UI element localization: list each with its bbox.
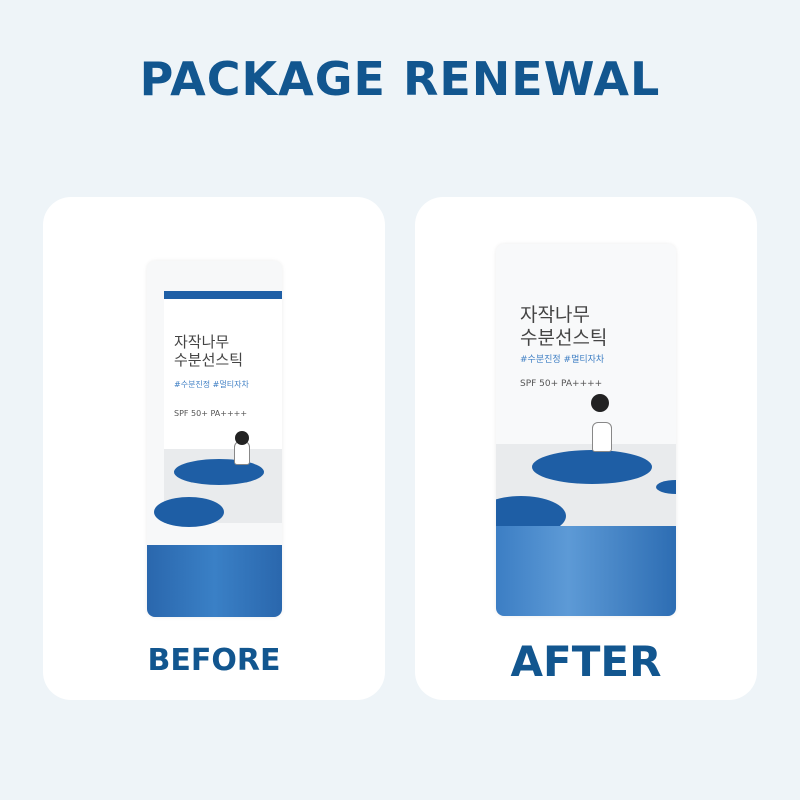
hashtags: #수분진정 #멀티자차: [174, 380, 249, 389]
product-name-line1: 자작나무: [174, 333, 230, 351]
hashtags: #수분진정 #멀티자차: [520, 355, 605, 365]
illustration-hair: [591, 394, 609, 412]
product-name-line1: 자작나무: [520, 304, 590, 326]
illustration-pool: [532, 450, 652, 484]
product-cap: [147, 545, 282, 617]
illustration-girl: [592, 422, 612, 452]
illustration-pool: [656, 480, 676, 494]
before-caption: BEFORE: [147, 643, 281, 678]
illustration-pool: [154, 497, 224, 527]
illustration-hair: [235, 431, 249, 445]
product-name-line2: 수분선스틱: [174, 351, 244, 369]
page-title: PACKAGE RENEWAL: [139, 52, 661, 106]
spf-rating: SPF 50+ PA++++: [174, 409, 248, 418]
illustration-pool: [174, 459, 264, 485]
product-cap: [496, 526, 676, 616]
product-name-line2: 수분선스틱: [520, 326, 608, 349]
spf-rating: SPF 50+ PA++++: [520, 379, 603, 389]
after-caption: AFTER: [510, 637, 662, 686]
